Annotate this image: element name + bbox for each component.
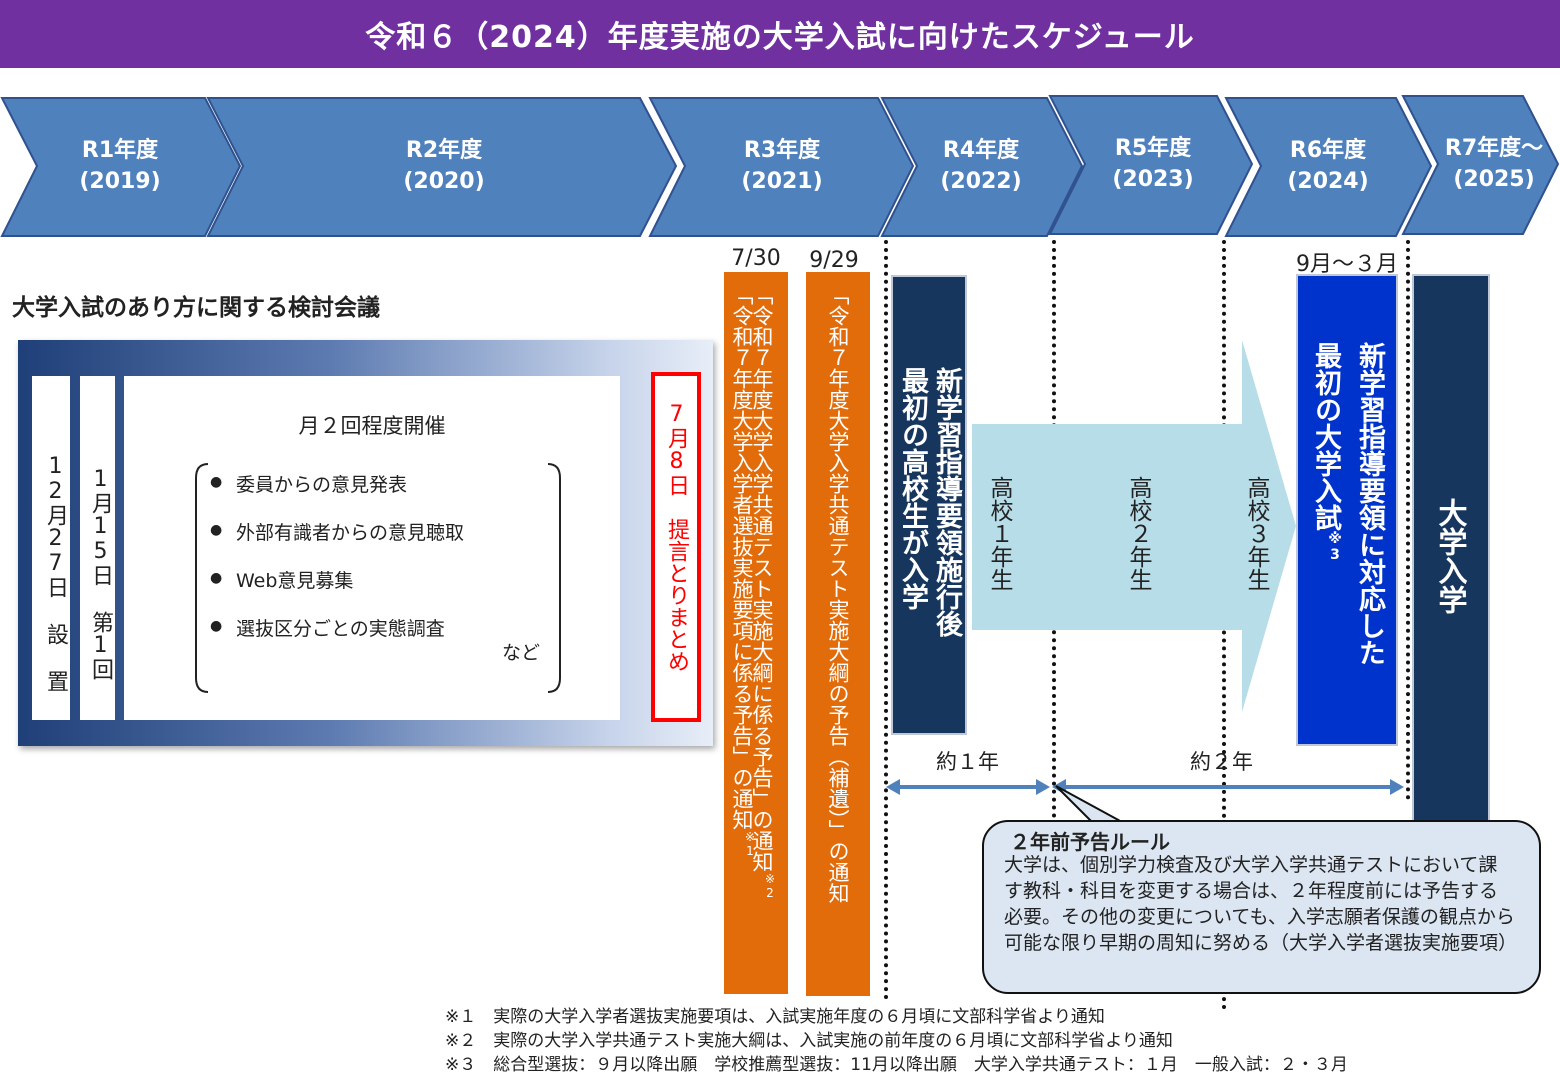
activity-etc: など — [502, 642, 541, 664]
svg-text:R6年度: R6年度 — [1290, 137, 1367, 163]
notice-box-2: 「令和７年度大学入学共通テスト実施大綱の予告（補遺）」の通知 — [806, 272, 870, 996]
hs-entry-box: 新学習指導要領施行後最初の高校生が入学 — [891, 275, 967, 735]
committee-heading: 大学入試のあり方に関する検討会議 — [12, 295, 380, 321]
chevron-r4: R4年度 (2022) — [880, 97, 1084, 237]
footnote: ※２ 実際の大学入学共通テスト実施大綱は、入試実施の前年度の６月頃に文部科学省よ… — [445, 1031, 1173, 1051]
activity-item: 委員からの意見発表 — [210, 470, 407, 497]
notice-text: 「令和７年度大学入学者選抜実施要項に係る予告」の通知※1 — [730, 284, 757, 858]
chevron-r2: R2年度 (2020) — [206, 97, 678, 237]
divider-line — [1406, 240, 1410, 800]
footnote: ※３ 総合型選抜：９月以降出願 学校推薦型選抜：11月以降出願 大学入学共通テス… — [445, 1055, 1348, 1075]
rule-body: 大学は、個別学力検査及び大学入学共通テストにおいて課す教科・科目を変更する場合は… — [1004, 854, 1518, 954]
chevron-r3: R3年度 (2021) — [648, 97, 915, 237]
divider-line — [884, 240, 888, 1000]
university-entry-text: 大学入学 — [1434, 498, 1468, 614]
rule-title: ２年前予告ルール — [1010, 830, 1170, 854]
proposal-box: 7月8日 提言とりまとめ — [651, 372, 701, 722]
activity-item: Web意見募集 — [210, 566, 353, 593]
notice-text: 「令和７年度大学入学共通テスト実施大綱に係る予告」の通知※2 — [750, 284, 777, 900]
date-label: 9月～３月 — [1296, 252, 1398, 277]
proposal-text: 7月8日 提言とりまとめ — [664, 402, 689, 672]
committee-setup: 12月27日 設 置 — [32, 376, 70, 720]
svg-text:R2年度: R2年度 — [406, 137, 483, 163]
activity-item: 選抜区分ごとの実態調査 — [210, 614, 445, 641]
first-exam-text: 新学習指導要領に対応した最初の大学入試※3 — [1310, 342, 1385, 666]
svg-text:R4年度: R4年度 — [943, 137, 1020, 163]
page-title: 令和６（2024）年度実施の大学入試に向けたスケジュール — [0, 0, 1560, 68]
hs-entry-text: 新学習指導要領施行後最初の高校生が入学 — [897, 367, 962, 637]
chevron-r1: R1年度 (2019) — [0, 97, 242, 237]
svg-text:R5年度: R5年度 — [1115, 135, 1192, 161]
notice-box-1: 「令和７年度大学入学共通テスト実施大綱に係る予告」の通知※2 「令和７年度大学入… — [724, 272, 788, 994]
grade-label: 高校１年生 — [986, 476, 1012, 591]
date-label: 7/30 — [731, 246, 781, 271]
chevron-r7: R7年度～ (2025) — [1401, 95, 1560, 235]
hs-progress-arrow — [972, 340, 1296, 712]
svg-text:(2025): (2025) — [1453, 167, 1534, 192]
chevron-r5: R5年度 (2023) — [1048, 95, 1254, 235]
notice-text: 「令和７年度大学入学共通テスト実施大綱の予告（補遺）」の通知 — [826, 284, 850, 904]
committee-first-meeting: 1月15日 第1回 — [80, 376, 115, 720]
meeting-frequency: 月２回程度開催 — [298, 414, 446, 438]
span-label: 約１年 — [936, 750, 999, 774]
first-exam-box: 新学習指導要領に対応した最初の大学入試※3 — [1296, 274, 1398, 746]
chevron-r6: R6年度 (2024) — [1224, 97, 1433, 237]
svg-text:R1年度: R1年度 — [82, 137, 159, 163]
svg-text:(2022): (2022) — [940, 169, 1021, 194]
footnote: ※１ 実際の大学入学者選抜実施要項は、入試実施年度の６月頃に文部科学省より通知 — [445, 1007, 1105, 1027]
university-entry-bar: 大学入学 — [1412, 274, 1490, 834]
committee-activities — [124, 376, 620, 720]
svg-text:R7年度～: R7年度～ — [1445, 135, 1543, 161]
svg-text:(2019): (2019) — [79, 169, 160, 194]
grade-label: 高校２年生 — [1125, 476, 1151, 591]
span-arrows — [886, 779, 1404, 795]
two-year-rule-callout — [982, 820, 1541, 994]
span-label: 約２年 — [1190, 750, 1253, 774]
svg-text:R3年度: R3年度 — [744, 137, 821, 163]
svg-text:(2024): (2024) — [1287, 169, 1368, 194]
date-label: 9/29 — [809, 248, 859, 273]
first-meeting-text: 1月15日 第1回 — [88, 466, 113, 680]
setup-text: 12月27日 設 置 — [43, 454, 68, 692]
svg-text:(2021): (2021) — [741, 169, 822, 194]
svg-text:(2023): (2023) — [1112, 167, 1193, 192]
year-timeline: R1年度 (2019) R2年度 (2020) R3年度 (2021) R4年度… — [0, 95, 1560, 237]
grade-label: 高校３年生 — [1243, 476, 1269, 591]
activity-item: 外部有識者からの意見聴取 — [210, 518, 464, 545]
svg-text:(2020): (2020) — [403, 169, 484, 194]
activity-brackets — [195, 463, 561, 693]
